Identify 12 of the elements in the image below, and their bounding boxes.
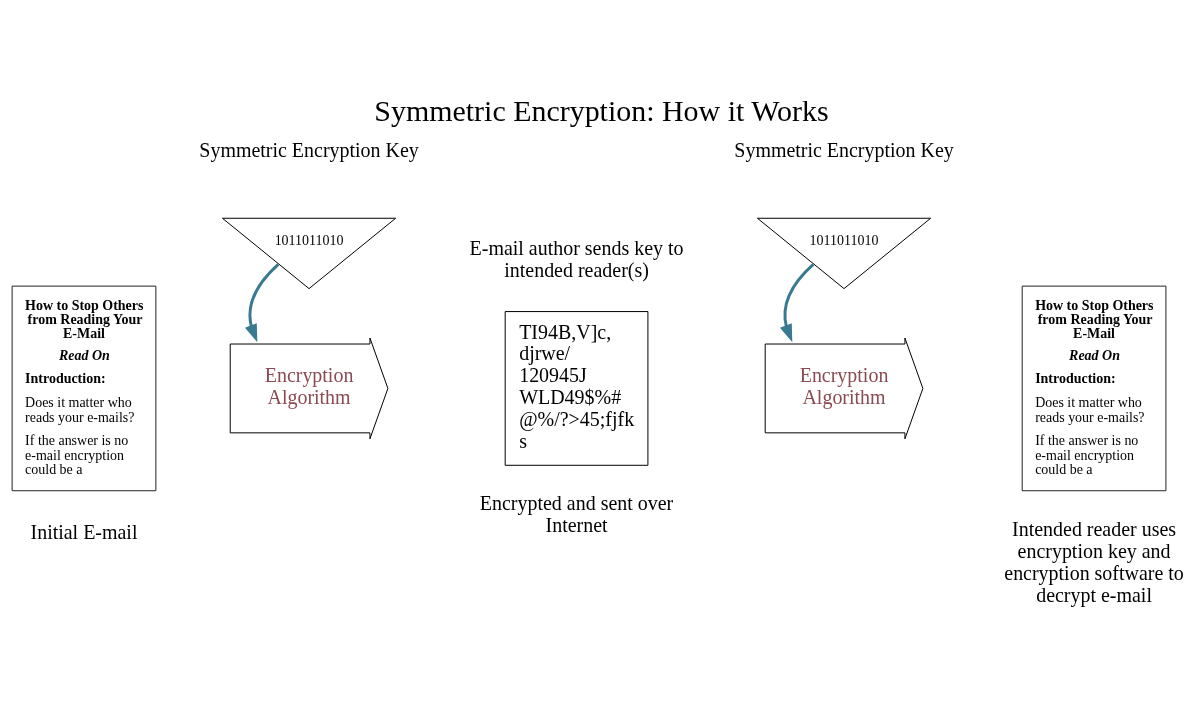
node-box: How to Stop Others from Reading Your E-Mail Read On Introduction: Does it matter who reads your e-mails? If the answer is no e-mail encryption could be a xyxy=(11,285,157,491)
node-label: Encrypted and sent over Internet xyxy=(479,491,674,536)
node-label: Initial E-mail xyxy=(30,520,138,543)
arrow xyxy=(245,262,280,342)
node-label: Intended reader uses encryption key and encryption software to decrypt e-mail xyxy=(1004,517,1184,606)
arrow xyxy=(780,262,815,342)
diagram-title: Symmetric Encryption: How it Works xyxy=(374,93,829,127)
node-box: TI94B,V]c, djrwe/ 120945J WLD49$%# @%/?>45;fjfk s xyxy=(504,310,649,466)
node-label: Symmetric Encryption Key xyxy=(734,138,954,161)
label: E-mail author sends key to intended reader(s) xyxy=(469,236,684,281)
node-label: Symmetric Encryption Key xyxy=(199,138,419,161)
node-box: How to Stop Others from Reading Your E-Mail Read On Introduction: Does it matter who reads your e-mails? If the answer is no e-mail encryption could be a xyxy=(1021,285,1167,491)
